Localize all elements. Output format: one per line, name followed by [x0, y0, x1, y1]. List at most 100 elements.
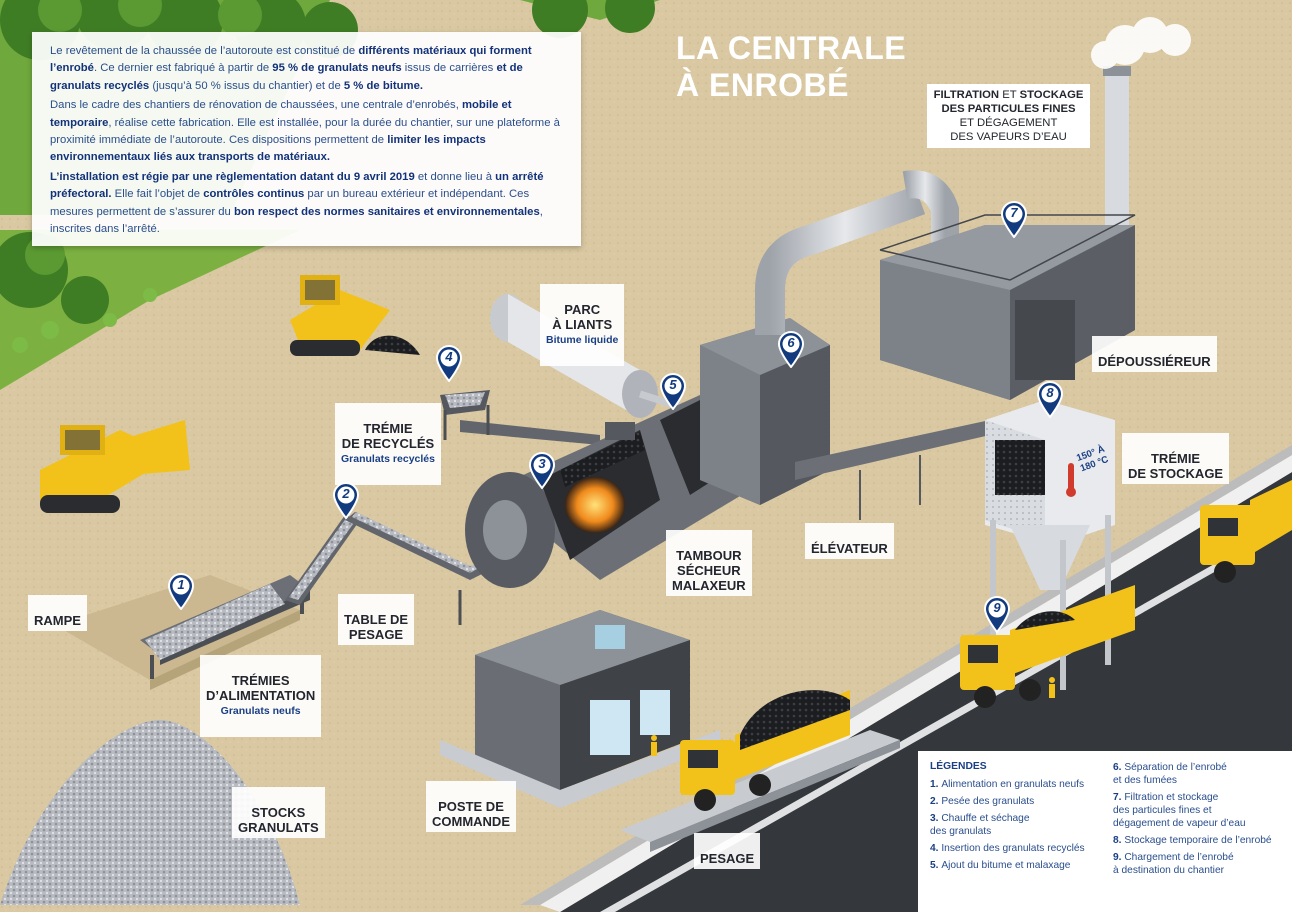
legend-item-text: Filtration et stockage des particules fi… [1113, 792, 1246, 829]
legend-item: 6. Séparation de l’enrobé et des fumées [1113, 761, 1289, 787]
legend-item: 8. Stockage temporaire de l’enrobé [1113, 834, 1289, 847]
filtration-run: ET [999, 89, 1020, 101]
intro.p3-run: un arrêté préfectoral. [50, 170, 544, 201]
intro-paragraph-3: L’installation est régie par une règleme… [50, 169, 567, 239]
label-tremies-alim-sub: Granulats neufs [220, 705, 301, 717]
label-poste-main: POSTE DE COMMANDE [432, 799, 510, 829]
intro.p3-run: et donne lieu à [414, 170, 496, 183]
map-pin-icon: 2 [331, 481, 361, 520]
legend-item-text: Alimentation en granulats neufs [941, 779, 1085, 790]
label-tremie-recycles-main: TRÉMIE DE RECYCLÉS [341, 421, 435, 451]
legend-item-number: 8. [1113, 835, 1125, 846]
legend-item: 3. Chauffe et séchage des granulats [930, 812, 1110, 838]
intro.p3-run: bon respect des normes sanitaires et env… [233, 205, 540, 218]
filtration-run: ET DÉGAGEMENT DES VAPEURS D’EAU [950, 117, 1067, 143]
intro.p3-run: contrôles continus [203, 188, 305, 201]
label-tremie-recycles-sub: Granulats recyclés [341, 453, 435, 465]
legend-item-number: 4. [930, 843, 942, 854]
legend-item-number: 6. [1113, 762, 1125, 773]
label-tambour: TAMBOUR SÉCHEUR MALAXEUR [666, 530, 752, 596]
label-tremie-stockage: TRÉMIE DE STOCKAGE [1122, 433, 1230, 484]
legend-item-number: 3. [930, 813, 942, 824]
label-poste-commande: POSTE DE COMMANDE [426, 781, 516, 832]
legend-item: 5. Ajout du bitume et malaxage [930, 859, 1110, 872]
legend-item-number: 1. [930, 779, 942, 790]
pin-number: 9 [993, 600, 1001, 615]
pin-number: 7 [1010, 205, 1018, 220]
pin-number: 6 [787, 335, 795, 350]
pin-number: 1 [177, 577, 185, 592]
intro.p1-run: 95 % de granulats neufs [272, 62, 402, 75]
map-pin-icon: 1 [166, 572, 196, 611]
pin-number: 2 [342, 486, 350, 501]
pin-number: 4 [445, 349, 453, 364]
label-pesage: PESAGE [694, 833, 761, 869]
label-depoussiereur-main: DÉPOUSSIÉREUR [1098, 354, 1211, 369]
legend-item: 1. Alimentation en granulats neufs [930, 778, 1110, 791]
legend-item: 4. Insertion des granulats recyclés [930, 842, 1110, 855]
label-rampe-main: RAMPE [34, 613, 81, 628]
pin-number: 5 [669, 377, 677, 392]
label-table-pesage: TABLE DE PESAGE [338, 594, 415, 645]
intro.p1-run: issus de carrières [401, 62, 497, 75]
intro.p3-run: L’installation est régie par une règleme… [50, 170, 415, 183]
legend-item-number: 7. [1113, 792, 1125, 803]
legend-column-2: 6. Séparation de l’enrobé et des fumées 7… [1113, 761, 1289, 881]
pin-number: 8 [1046, 385, 1054, 400]
legend-item-number: 9. [1113, 852, 1125, 863]
label-elevateur: ÉLÉVATEUR [805, 523, 894, 559]
label-parc-main: PARC À LIANTS [552, 302, 613, 332]
label-elevateur-main: ÉLÉVATEUR [811, 541, 888, 556]
legend-item-text: Séparation de l’enrobé et des fumées [1113, 762, 1227, 786]
legend-title: LÉGENDES [930, 761, 987, 772]
legend-item-text: Insertion des granulats recyclés [941, 843, 1085, 854]
intro.p2-run: mobile et temporaire [50, 99, 512, 129]
label-tremie-recycles: TRÉMIE DE RECYCLÉS Granulats recyclés [335, 403, 441, 485]
label-tremies-alimentation: TRÉMIES D’ALIMENTATION Granulats neufs [200, 655, 322, 737]
intro.p2-run: , réalise cette fabrication. Elle est in… [50, 116, 560, 147]
legend-item: 7. Filtration et stockage des particules… [1113, 791, 1289, 830]
intro.p1-run: 5 % de bitume. [343, 79, 423, 92]
label-stocks-main: STOCKS GRANULATS [238, 805, 319, 835]
legend-item-text: Ajout du bitume et malaxage [941, 860, 1071, 871]
thermometer-icon [1066, 487, 1076, 497]
intro.p2-run: limiter les impacts environnementaux lié… [50, 134, 486, 164]
intro.p3-run: , inscrites dans l’arrêté. [50, 205, 543, 236]
map-pin-icon: 3 [527, 451, 557, 490]
label-stocks-granulats: STOCKS GRANULATS [232, 787, 325, 838]
intro.p1-run: . Ce dernier est fabriqué à partir de [93, 62, 273, 75]
legend-box: LÉGENDES 1. Alimentation en granulats ne… [918, 751, 1292, 912]
label-parc-a-liants: PARC À LIANTS Bitume liquide [540, 284, 625, 366]
filtration-label: FILTRATION ET STOCKAGE DES PARTICULES FI… [927, 84, 1090, 148]
legend-item-text: Pesée des granulats [941, 796, 1035, 807]
label-rampe: RAMPE [28, 595, 87, 631]
filtration-run: FILTRATION [933, 89, 1000, 101]
legend-item-text: Chargement de l’enrobé à destination du … [1113, 852, 1234, 876]
legend-item-number: 2. [930, 796, 942, 807]
map-pin-icon: 6 [776, 330, 806, 369]
map-pin-icon: 5 [658, 372, 688, 411]
label-tremie-stockage-main: TRÉMIE DE STOCKAGE [1128, 451, 1224, 481]
legend-item-text: Chauffe et séchage des granulats [930, 813, 1030, 837]
filtration-run: STOCKAGE DES PARTICULES FINES [941, 89, 1084, 115]
label-pesage-main: PESAGE [700, 851, 755, 866]
label-table-pesage-main: TABLE DE PESAGE [344, 612, 409, 642]
intro.p3-run: Elle fait l’objet de [111, 188, 204, 201]
label-parc-sub: Bitume liquide [546, 334, 619, 346]
intro.p1-run: (jusqu’à 50 % issus du chantier) et de [149, 79, 344, 92]
intro.p1-run: différents matériaux qui forment l’enrob… [50, 45, 532, 75]
intro-paragraph-1: Le revêtement de la chaussée de l’autoro… [50, 43, 567, 95]
map-pin-icon: 8 [1035, 380, 1065, 419]
intro.p1-run: Le revêtement de la chaussée de l’autoro… [50, 45, 359, 57]
legend-item: 9. Chargement de l’enrobé à destination … [1113, 851, 1289, 877]
legend-item-number: 5. [930, 860, 942, 871]
intro.p2-run: Dans le cadre des chantiers de rénovatio… [50, 99, 462, 112]
label-depoussiereur: DÉPOUSSIÉREUR [1092, 336, 1217, 372]
map-pin-icon: 4 [434, 344, 464, 383]
legend-column-1: LÉGENDES 1. Alimentation en granulats ne… [930, 761, 1110, 876]
page-title: LA CENTRALE À ENROBÉ [676, 30, 907, 103]
intro.p1-run: et de granulats recyclés [50, 62, 523, 92]
intro-text-box: Le revêtement de la chaussée de l’autoro… [32, 32, 581, 246]
